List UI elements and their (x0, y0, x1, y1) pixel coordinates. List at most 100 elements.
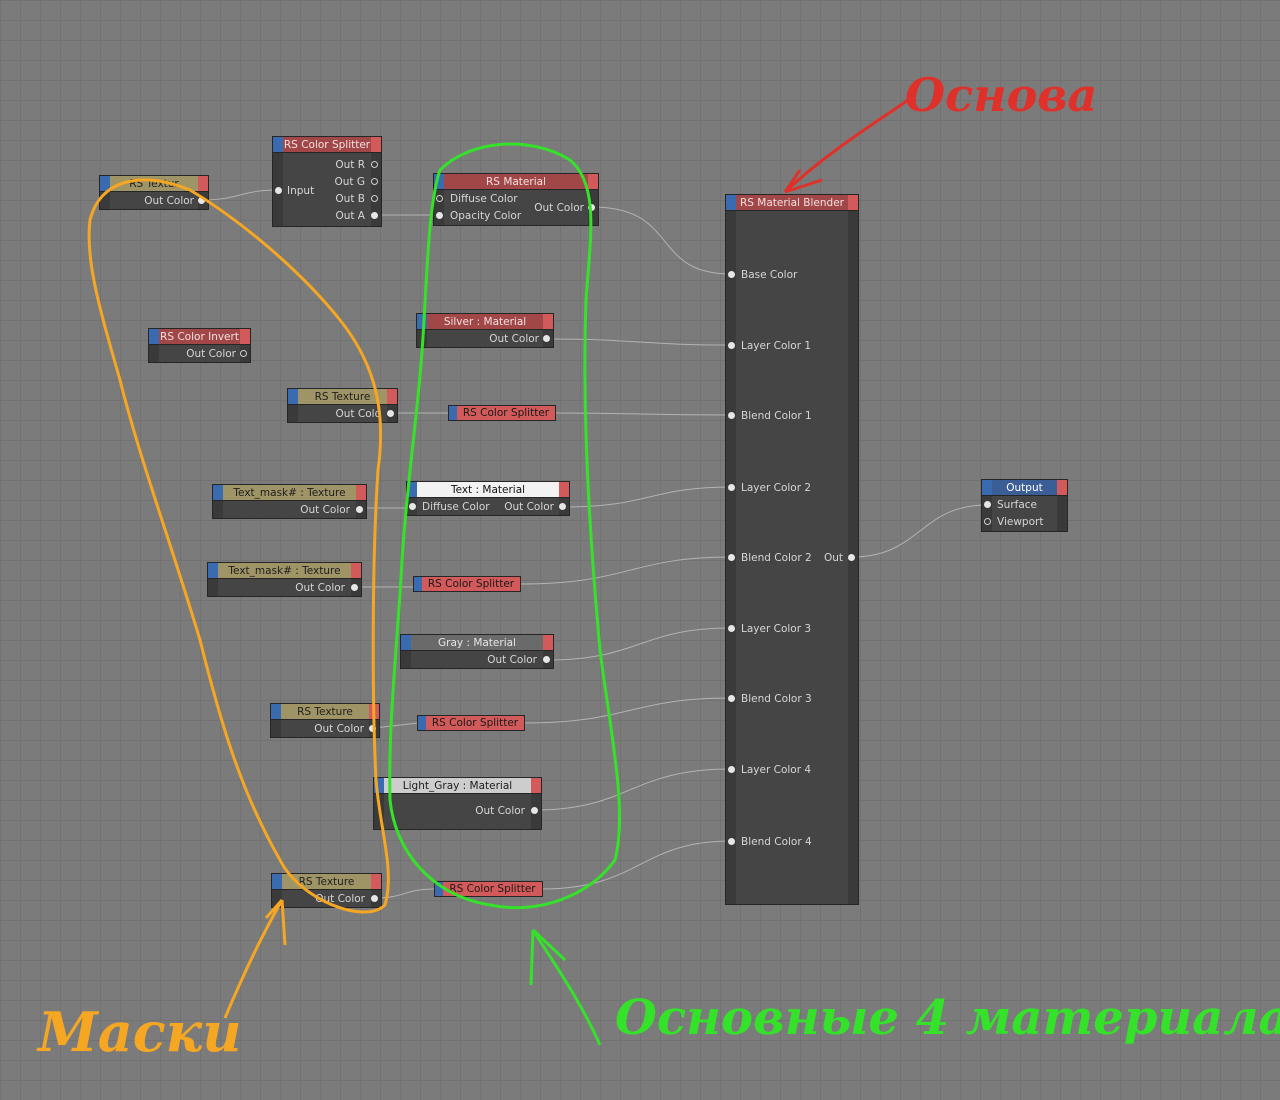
annotation-green-label: Основные 4 материала (615, 990, 1280, 1046)
rs-material-node[interactable]: RS Material Diffuse Color Opacity Color … (433, 173, 599, 226)
input-socket[interactable] (409, 503, 416, 510)
wire (373, 722, 419, 729)
node-title: Text : Material (450, 483, 526, 496)
input-socket[interactable] (436, 195, 443, 202)
node-header[interactable]: RS Color Invert (149, 329, 250, 345)
wire (563, 486, 732, 508)
annotation-orange-label: Маски (38, 1000, 242, 1064)
rs-color-splitter-collapsed[interactable]: RS Color Splitter (448, 405, 556, 421)
output-socket[interactable] (559, 503, 566, 510)
out-color-port: Out Color (315, 893, 365, 905)
output-socket[interactable] (531, 807, 538, 814)
output-socket[interactable] (387, 410, 394, 417)
node-header[interactable]: Text_mask# : Texture (208, 563, 361, 579)
node-header[interactable]: Text : Material (407, 482, 569, 498)
out-b-port: Out B (335, 193, 365, 205)
input-socket[interactable] (728, 695, 735, 702)
blend-color-2-port: Blend Color 2 (741, 552, 812, 564)
out-color-port: Out Color (144, 195, 194, 207)
output-node[interactable]: Output Surface Viewport (981, 479, 1068, 532)
node-title: RS Texture (297, 705, 353, 718)
output-socket[interactable] (371, 895, 378, 902)
node-header[interactable]: RS Material Blender (726, 195, 858, 211)
wire (374, 888, 435, 899)
light-gray-material-node[interactable]: Light_Gray : Material Out Color (373, 777, 542, 830)
output-socket[interactable] (543, 656, 550, 663)
node-title: RS Material Blender (740, 196, 844, 209)
output-socket[interactable] (351, 584, 358, 591)
annotation-red-label: Основа (905, 68, 1098, 122)
output-socket[interactable] (543, 335, 550, 342)
node-title: Silver : Material (443, 315, 527, 328)
rs-color-splitter-collapsed[interactable]: RS Color Splitter (413, 576, 521, 592)
out-color-port: Out Color (475, 805, 525, 817)
node-title: Text_mask# : Texture (233, 486, 346, 499)
node-title: RS Texture (314, 390, 371, 403)
rs-material-blender-node[interactable]: RS Material Blender Base Color Layer Col… (725, 194, 859, 905)
input-socket[interactable] (984, 518, 991, 525)
text-material-node[interactable]: Text : Material Diffuse Color Out Color (406, 481, 570, 516)
out-color-port: Out Color (487, 654, 537, 666)
node-header[interactable]: RS Color Splitter (273, 137, 381, 153)
rs-texture-node[interactable]: RS Texture Out Color (271, 873, 382, 908)
input-socket[interactable] (728, 554, 735, 561)
output-socket[interactable] (588, 204, 595, 211)
orange-mask-outline (87, 178, 390, 914)
input-socket[interactable] (984, 501, 991, 508)
silver-material-node[interactable]: Silver : Material Out Color (416, 313, 554, 348)
rs-color-splitter-collapsed[interactable]: RS Color Splitter (434, 881, 543, 897)
blend-color-1-port: Blend Color 1 (741, 410, 812, 422)
out-a-port: Out A (335, 210, 365, 222)
node-header[interactable]: RS Texture (271, 704, 379, 720)
output-socket[interactable] (371, 161, 378, 168)
rs-color-invert-node[interactable]: RS Color Invert Out Color (148, 328, 251, 363)
output-socket[interactable] (240, 350, 247, 357)
input-socket[interactable] (728, 766, 735, 773)
layer-color-4-port: Layer Color 4 (741, 764, 812, 776)
input-socket[interactable] (436, 212, 443, 219)
input-socket[interactable] (728, 484, 735, 491)
out-g-port: Out G (334, 176, 365, 188)
input-socket[interactable] (728, 838, 735, 845)
rs-texture-node[interactable]: RS Textur Out Color (99, 175, 209, 210)
output-socket[interactable] (371, 178, 378, 185)
output-socket[interactable] (371, 212, 378, 219)
rs-color-splitter-collapsed[interactable]: RS Color Splitter (417, 715, 525, 731)
node-header[interactable]: RS Texture (288, 389, 397, 405)
output-socket[interactable] (356, 506, 363, 513)
output-socket[interactable] (371, 195, 378, 202)
output-socket[interactable] (369, 725, 376, 732)
rs-color-splitter-node[interactable]: RS Color Splitter Input Out R Out G Out … (272, 136, 382, 227)
node-header[interactable]: Text_mask# : Texture (213, 485, 366, 501)
node-title: Light_Gray : Material (402, 779, 513, 792)
node-header[interactable]: RS Textur (100, 176, 208, 192)
input-socket[interactable] (728, 342, 735, 349)
output-socket[interactable] (848, 554, 855, 561)
output-socket[interactable] (198, 197, 205, 204)
input-socket[interactable] (728, 625, 735, 632)
green-arrow (529, 928, 602, 1046)
node-header[interactable]: RS Material (434, 174, 598, 190)
node-header[interactable]: Light_Gray : Material (374, 778, 541, 794)
rs-texture-node[interactable]: RS Texture Out Color (270, 703, 380, 738)
gray-material-node[interactable]: Gray : Material Out Color (400, 634, 554, 669)
input-socket[interactable] (728, 412, 735, 419)
node-header[interactable]: Output (982, 480, 1067, 496)
text-mask-texture-node[interactable]: Text_mask# : Texture Out Color (207, 562, 362, 597)
input-socket[interactable] (275, 187, 282, 194)
wire (534, 768, 732, 811)
out-color-port: Out Color (314, 723, 364, 735)
node-header[interactable]: RS Texture (272, 874, 381, 890)
text-mask-texture-node[interactable]: Text_mask# : Texture Out Color (212, 484, 367, 519)
node-title: RS Color Splitter (283, 138, 371, 151)
node-header[interactable]: Silver : Material (417, 314, 553, 330)
out-color-port: Out Color (504, 501, 554, 513)
input-socket[interactable] (728, 271, 735, 278)
node-title: Gray : Material (438, 636, 516, 649)
layer-color-3-port: Layer Color 3 (741, 623, 812, 635)
rs-texture-node[interactable]: RS Texture Out Colo (287, 388, 398, 423)
diffuse-color-port: Diffuse Color (422, 501, 490, 513)
wire (201, 189, 279, 201)
node-header[interactable]: Gray : Material (401, 635, 553, 651)
